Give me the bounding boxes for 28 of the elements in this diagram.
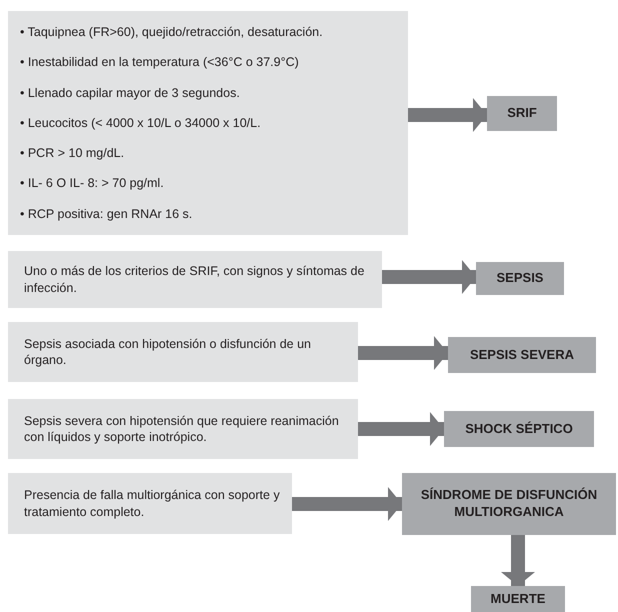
criterion-item: • PCR > 10 mg/dL.: [20, 145, 126, 162]
description-text: Presencia de falla multiorgánica con soporte y tratamiento completo.: [24, 487, 280, 520]
criterion-item: • Leucocitos (< 4000 x 10/L o 34000 x 10/L.: [20, 114, 262, 132]
stage-box: SÍNDROME DE DISFUNCIÓN MULTIORGANICA: [402, 473, 616, 535]
criterion-item: • Taquipnea (FR>60), quejido/retracción, desaturación.: [20, 24, 324, 40]
criteria-panel: [8, 11, 408, 235]
description-panel: [8, 473, 292, 534]
criterion-item: • Llenado capilar mayor de 3 segundos.: [20, 84, 241, 101]
block-arrow: [358, 336, 448, 370]
description-panel: [8, 251, 382, 308]
description-panel: [8, 399, 358, 459]
stage-box: MUERTE: [471, 586, 565, 612]
block-arrow: [501, 535, 535, 586]
description-panel: [8, 322, 358, 382]
block-arrow: [358, 412, 444, 446]
description-text: Sepsis asociada con hipotensión o disfunción de un órgano.: [24, 336, 312, 368]
stage-box: SHOCK SÉPTICO: [444, 411, 594, 447]
criterion-item: • Inestabilidad en la temperatura (<36°C o 37.9°C): [20, 54, 300, 71]
stage-box: SEPSIS: [476, 262, 564, 295]
description-text: Sepsis severa con hipotensión que requiere reanimación con líquidos y soporte inotrópico.: [24, 412, 340, 446]
criterion-item: • IL- 6 O IL- 8: > 70 pg/ml.: [20, 175, 165, 192]
block-arrow: [292, 487, 402, 521]
criterion-item: • RCP positiva: gen RNAr 16 s.: [20, 206, 194, 222]
description-text: Uno o más de los criterios de SRIF, con signos y síntomas de infección.: [24, 263, 366, 296]
block-arrow: [382, 260, 476, 294]
stage-box: SRIF: [487, 96, 557, 131]
stage-box: SEPSIS SEVERA: [448, 337, 596, 373]
block-arrow: [408, 98, 487, 132]
